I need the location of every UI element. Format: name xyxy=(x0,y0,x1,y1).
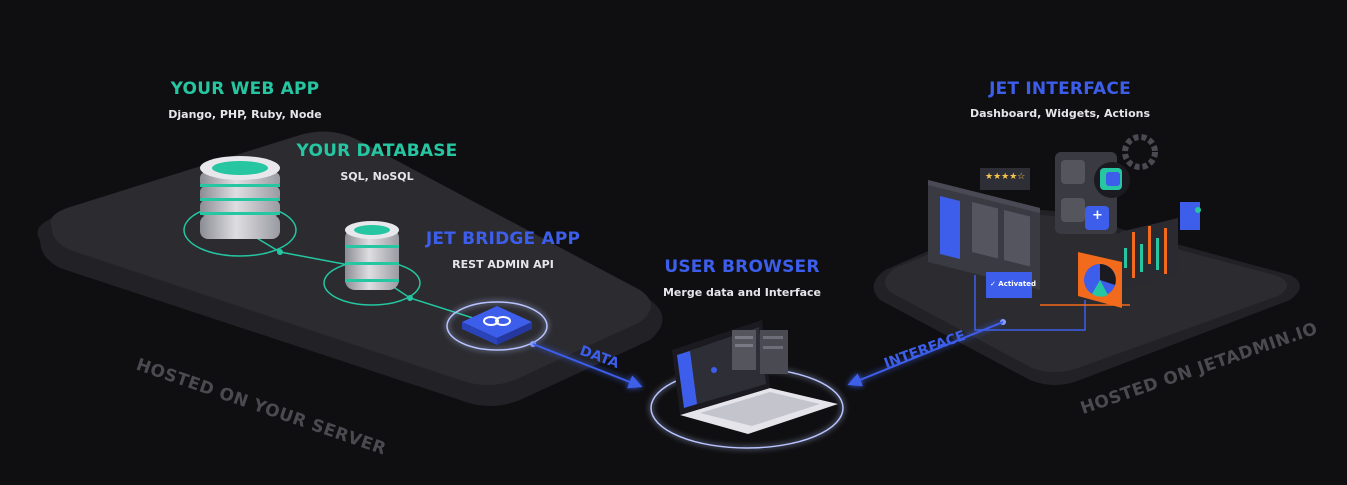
activated-badge: ✓ Activated xyxy=(990,280,1037,288)
bridge-title: JET BRIDGE APP xyxy=(425,229,581,249)
web-app-title: YOUR WEB APP xyxy=(170,79,320,99)
interface-arrow xyxy=(847,321,1004,387)
bridge-ring xyxy=(446,301,548,351)
interface-title: JET INTERFACE xyxy=(989,79,1131,99)
web-app-subtitle: Django, PHP, Ruby, Node xyxy=(168,108,322,121)
rating-stars: ★★★★☆ xyxy=(985,172,1026,182)
bridge-subtitle: REST ADMIN API xyxy=(452,258,554,271)
data-arrow xyxy=(532,343,643,389)
database-title: YOUR DATABASE xyxy=(296,141,458,161)
database-cylinder-icon xyxy=(345,221,399,290)
database-subtitle: SQL, NoSQL xyxy=(340,170,414,183)
connector-dot xyxy=(277,249,283,255)
browser-subtitle: Merge data and Interface xyxy=(662,286,822,299)
plus-icon: + xyxy=(1092,208,1103,223)
web-app-server-icon xyxy=(200,156,280,239)
laptop-icon xyxy=(672,320,838,434)
bridge-chain-icon xyxy=(462,306,532,345)
jet-interface-illustration xyxy=(928,134,1201,331)
interface-subtitle: Dashboard, Widgets, Actions xyxy=(969,107,1151,120)
browser-title: USER BROWSER xyxy=(664,257,820,277)
